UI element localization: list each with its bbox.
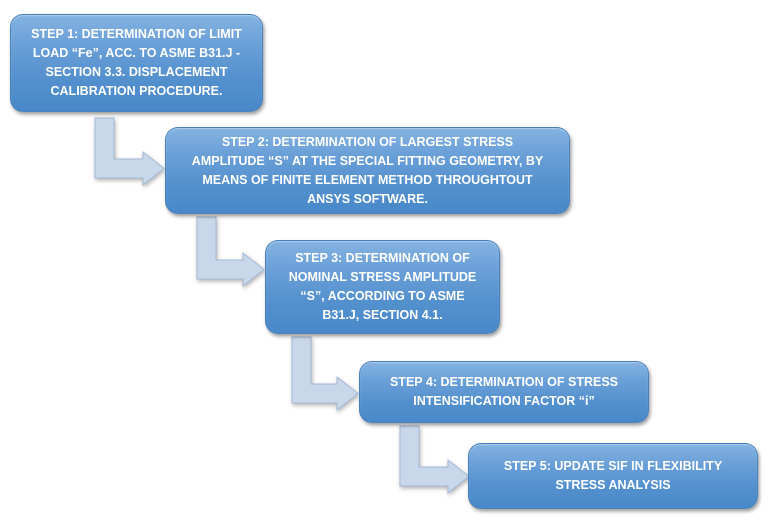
step-3-label: STEP 3: DETERMINATION OF NOMINAL STRESS … [288,251,477,322]
step-4-box: STEP 4: DETERMINATION OF STRESS INTENSIF… [359,361,649,423]
step-4-label: STEP 4: DETERMINATION OF STRESS INTENSIF… [389,375,619,408]
step-1-box: STEP 1: DETERMINATION OF LIMIT LOAD “Fe”… [10,14,263,112]
step-1-label: STEP 1: DETERMINATION OF LIMIT LOAD “Fe”… [31,27,242,98]
step-2-label: STEP 2: DETERMINATION OF LARGEST STRESS … [191,134,544,206]
elbow-arrow-step4-to-step5 [399,425,470,495]
step-5-label: STEP 5: UPDATE SIF IN FLEXIBILITY STRESS… [503,459,723,492]
elbow-arrow-step3-to-step4 [291,336,359,412]
step-5-box: STEP 5: UPDATE SIF IN FLEXIBILITY STRESS… [468,443,758,509]
elbow-arrow-step1-to-step2 [94,117,165,187]
elbow-arrow-step2-to-step3 [196,216,265,288]
step-2-box: STEP 2: DETERMINATION OF LARGEST STRESS … [165,127,570,214]
step-3-box: STEP 3: DETERMINATION OF NOMINAL STRESS … [265,240,500,334]
